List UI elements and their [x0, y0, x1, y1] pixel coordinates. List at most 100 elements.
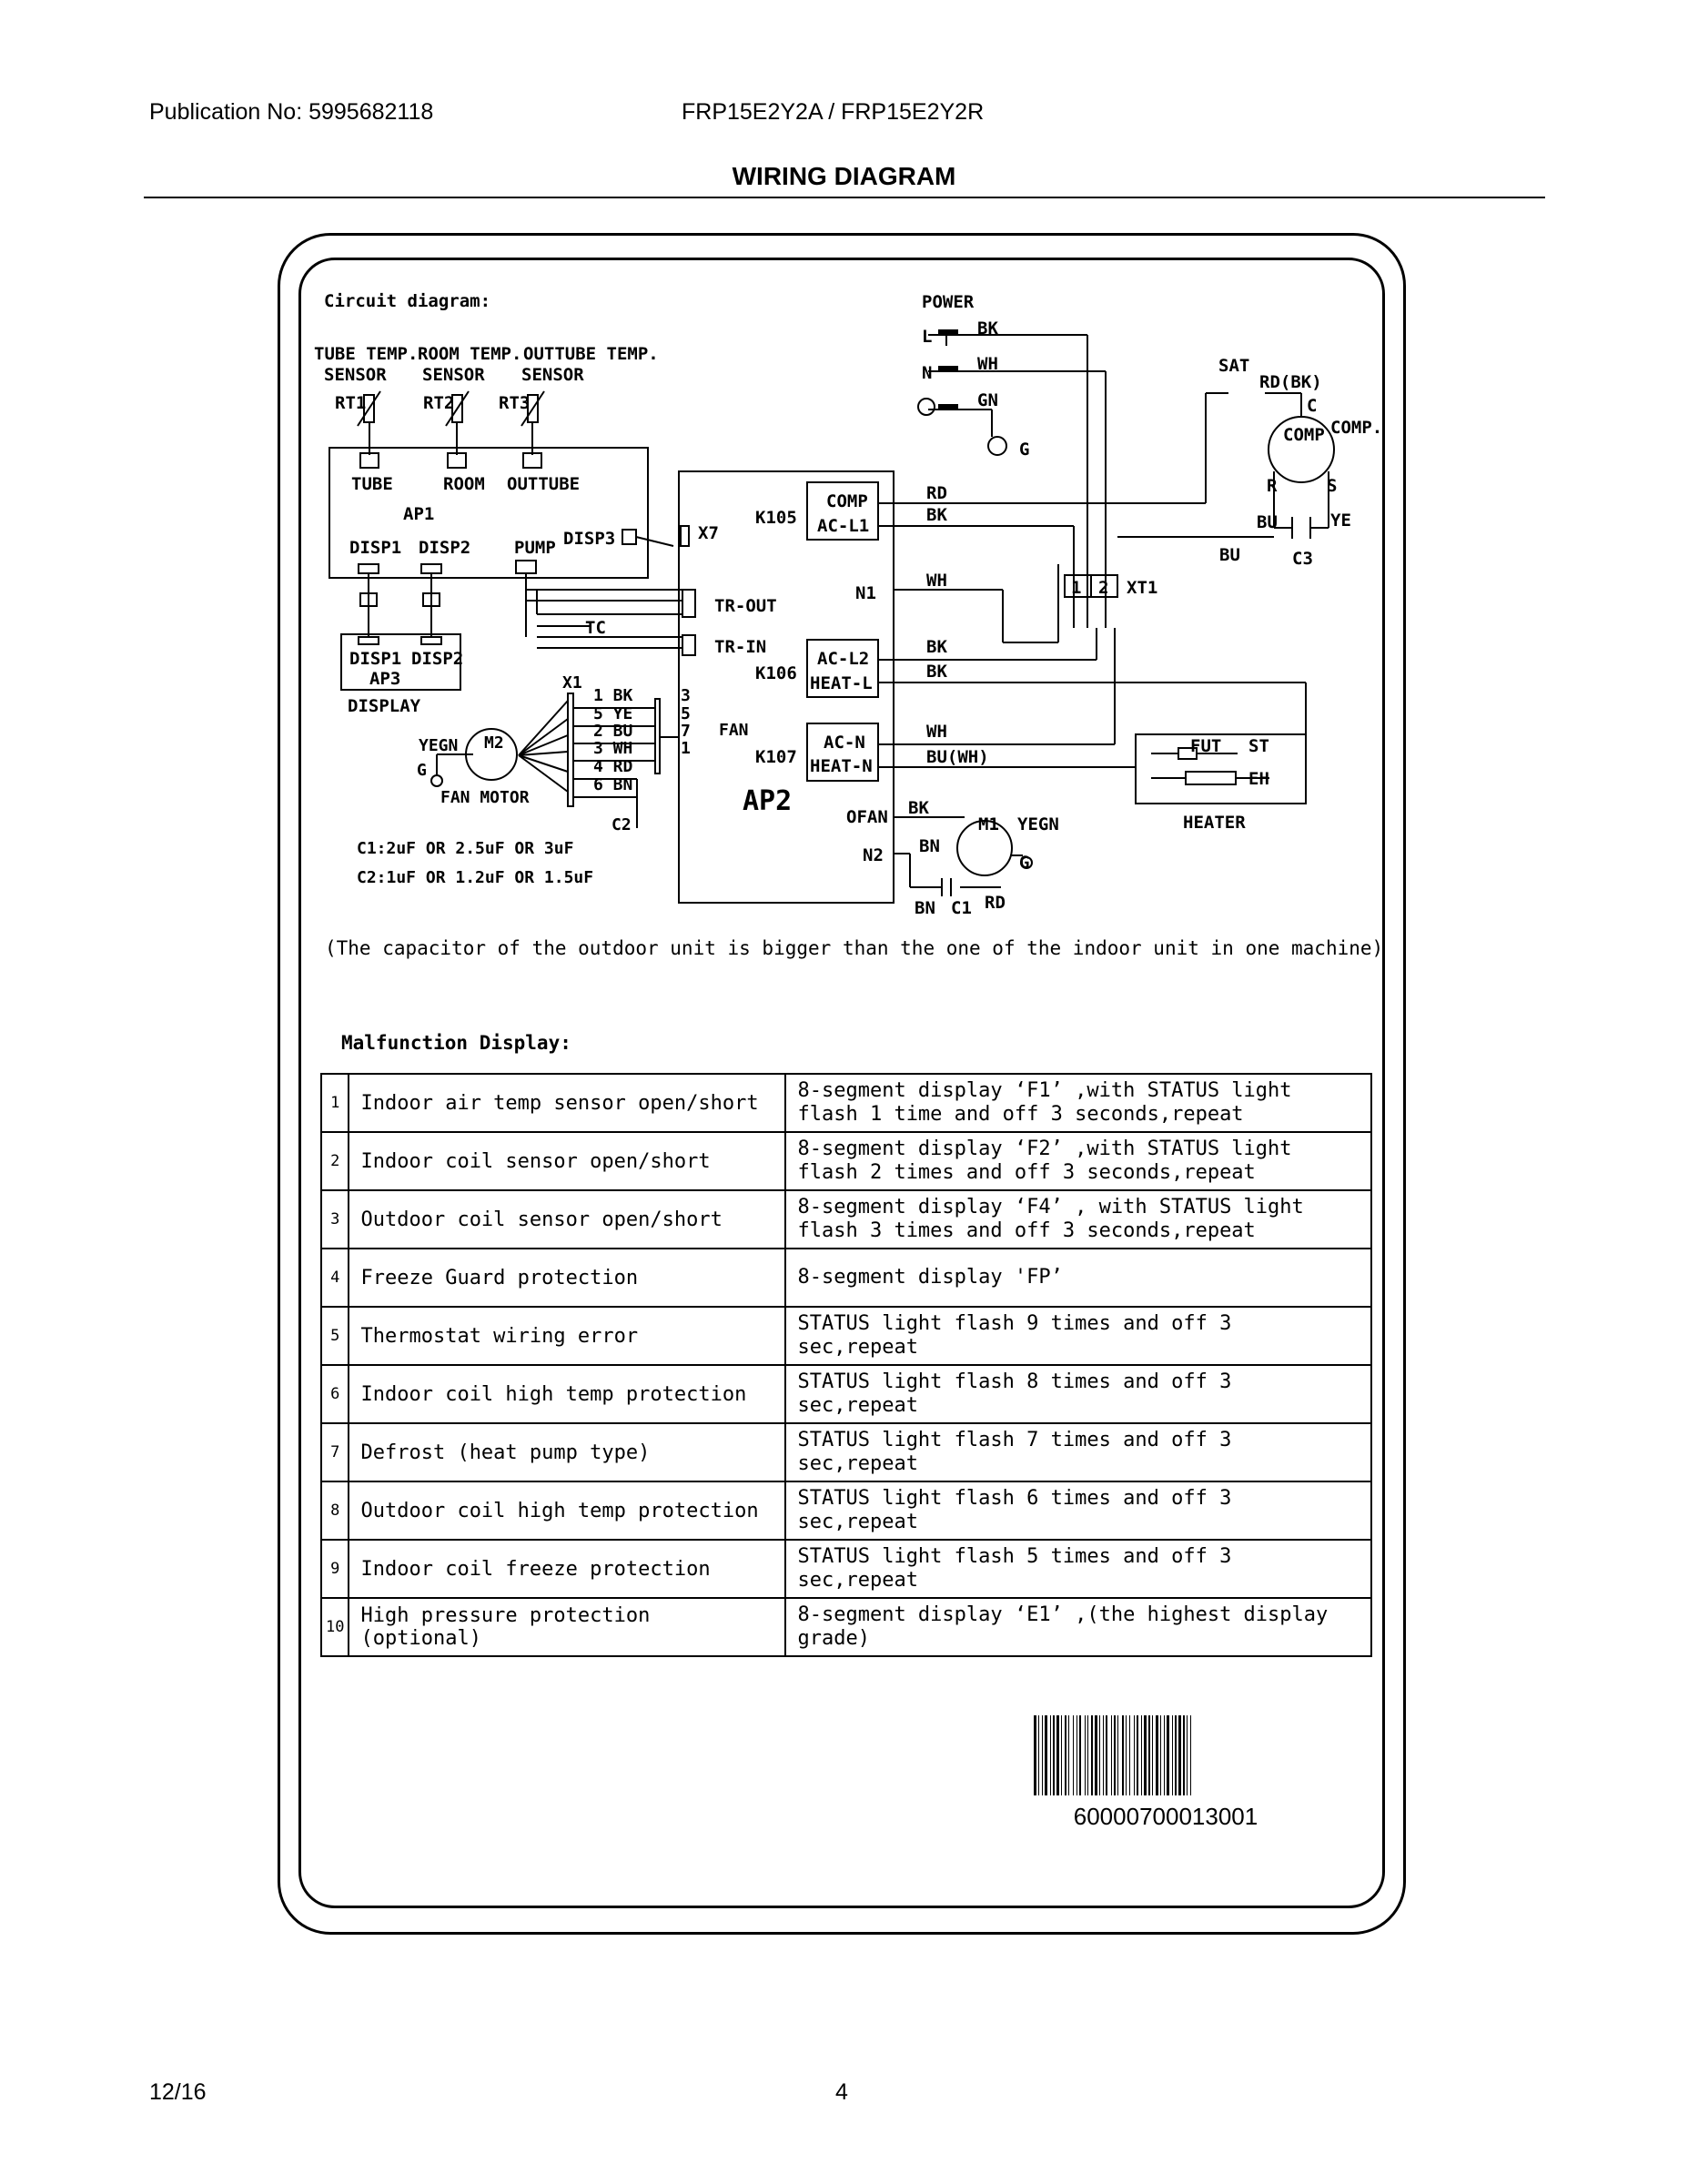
k107-bu-wh-label: BU(WH)	[926, 747, 989, 767]
m1-label: M1	[978, 814, 999, 834]
table-row: 2 Indoor coil sensor open/short 8-segmen…	[319, 1131, 1372, 1191]
comp-bu-label: BU	[1257, 512, 1278, 532]
c3-label: C3	[1292, 549, 1313, 569]
power-label: POWER	[922, 292, 975, 312]
k106-bk-label-2: BK	[926, 662, 947, 682]
table-row: 5 Thermostat wiring error STATUS light f…	[319, 1306, 1372, 1366]
table-row: 3 Outdoor coil sensor open/short 8-segme…	[319, 1189, 1372, 1249]
row-display: 8-segment display ‘F1’ ,with STATUS ligh…	[784, 1073, 1372, 1133]
ap3-disp2-label: DISP2	[411, 649, 463, 669]
row-cause: Indoor coil sensor open/short	[348, 1131, 787, 1191]
tr-out-label: TR-OUT	[714, 596, 777, 616]
tube-sensor-title: TUBE TEMP.	[314, 344, 418, 364]
fan-wire-1: 1 BK	[593, 686, 633, 705]
ap1-outtube-label: OUTTUBE	[507, 474, 580, 494]
circuit-diagram: Circuit diagram: TUBE TEMP. SENSOR ROOM …	[314, 291, 1382, 918]
acn-relay-label: AC-N	[824, 733, 865, 753]
ap2-name: AP2	[743, 785, 792, 817]
display-line: 8-segment display ‘F4’ , with STATUS lig…	[797, 1196, 1304, 1218]
ofan-label: OFAN	[846, 807, 888, 827]
row-display: STATUS light flash 6 times and off 3 sec…	[784, 1481, 1372, 1541]
table-row: 6 Indoor coil high temp protection STATU…	[319, 1364, 1372, 1424]
table-row: 9 Indoor coil freeze protection STATUS l…	[319, 1539, 1372, 1599]
ap1-disp2-label: DISP2	[419, 538, 470, 558]
ap1-disp1-label: DISP1	[349, 538, 401, 558]
rd-bk-label: RD(BK)	[1259, 372, 1322, 392]
fan-wire-6: 6 BN	[593, 775, 632, 794]
ap1-tube-label: TUBE	[351, 474, 393, 494]
rt2-label: RT2	[423, 393, 454, 413]
heater-label: HEATER	[1183, 813, 1246, 833]
rt1-label: RT1	[335, 393, 366, 413]
ap1-pump-label: PUMP	[514, 538, 556, 558]
k107-label: K107	[755, 747, 797, 767]
row-cause: Freeze Guard protection	[348, 1248, 787, 1308]
power-l-label: L	[922, 327, 932, 347]
k105-label: K105	[755, 508, 797, 528]
model-number: FRP15E2Y2A / FRP15E2Y2R	[682, 99, 985, 125]
c1-label: C1	[951, 898, 972, 918]
row-number: 1	[319, 1073, 350, 1133]
display-line: flash 3 times and off 3 seconds,repeat	[797, 1219, 1256, 1242]
capacitor-c1-spec: C1:2uF OR 2.5uF OR 3uF	[357, 839, 573, 858]
ofan-bk-label: BK	[908, 798, 929, 818]
row-display: STATUS light flash 5 times and off 3 sec…	[784, 1539, 1372, 1599]
footer-date: 12/16	[149, 2079, 207, 2105]
malfunction-table: 1 Indoor air temp sensor open/short 8-se…	[319, 1073, 1372, 1657]
header-rule	[144, 197, 1545, 198]
row-number: 10	[319, 1597, 350, 1657]
sat-label: SAT	[1218, 356, 1249, 376]
m2-label: M2	[484, 733, 504, 753]
row-cause: Defrost (heat pump type)	[348, 1422, 787, 1482]
ap1-disp3-label: DISP3	[563, 529, 615, 549]
publication-number: Publication No: 5995682118	[149, 99, 434, 125]
display-line: flash 1 time and off 3 seconds,repeat	[797, 1103, 1244, 1126]
x1-label: X1	[562, 673, 582, 693]
comp-s-terminal: S	[1327, 476, 1337, 496]
row-cause: Outdoor coil sensor open/short	[348, 1189, 787, 1249]
ofan-g-label: G	[1019, 853, 1029, 873]
acl1-relay-label: AC-L1	[817, 516, 869, 536]
fan-motor-label: FAN MOTOR	[440, 788, 530, 807]
circuit-title: Circuit diagram:	[324, 291, 490, 311]
fut-label: FUT	[1190, 736, 1221, 756]
display-line: 8-segment display ‘F1’ ,with STATUS ligh…	[797, 1079, 1292, 1102]
heatn-relay-label: HEAT-N	[810, 756, 873, 776]
row-number: 3	[319, 1189, 350, 1249]
room-sensor-title: ROOM TEMP.	[418, 344, 521, 364]
k105-bk-label: BK	[926, 505, 947, 525]
row-display: STATUS light flash 7 times and off 3 sec…	[784, 1422, 1372, 1482]
fan-g-label: G	[417, 761, 427, 780]
n1-label: N1	[855, 583, 876, 603]
fan-label: FAN	[719, 721, 749, 740]
fan-wire-4: 3 WH	[593, 739, 632, 758]
k106-bk-label-1: BK	[926, 637, 947, 657]
power-bk-label: BK	[977, 318, 998, 339]
k105-rd-label: RD	[926, 483, 947, 503]
barcode-number: 60000700013001	[1073, 1803, 1258, 1830]
fan-pin-5: 5	[681, 704, 691, 723]
fan-yegn-label: YEGN	[419, 736, 458, 755]
c2-label: C2	[612, 815, 632, 834]
table-row: 7 Defrost (heat pump type) STATUS light …	[319, 1422, 1372, 1482]
row-number: 4	[319, 1248, 350, 1308]
table-row: 10 High pressure protection (optional) 8…	[319, 1597, 1372, 1657]
ap3-name: AP3	[369, 669, 400, 689]
xt1-bu-label: BU	[1219, 545, 1240, 565]
row-number: 9	[319, 1539, 350, 1599]
acl2-relay-label: AC-L2	[817, 649, 869, 669]
outer-frame	[278, 233, 1406, 1935]
x7-label: X7	[698, 523, 719, 543]
comp-c-terminal: C	[1307, 396, 1317, 416]
comp-ye-label: YE	[1330, 511, 1351, 531]
st-label: ST	[1248, 736, 1269, 756]
row-cause: Outdoor coil high temp protection	[348, 1481, 787, 1541]
table-row: 4 Freeze Guard protection 8-segment disp…	[319, 1248, 1372, 1308]
k106-label: K106	[755, 663, 797, 683]
row-display: STATUS light flash 9 times and off 3 sec…	[784, 1306, 1372, 1366]
display-label: DISPLAY	[348, 696, 421, 716]
row-cause: Indoor air temp sensor open/short	[348, 1073, 787, 1133]
tc-label: TC	[585, 618, 606, 638]
fan-pin-7: 7	[681, 722, 691, 741]
display-line: 8-segment display ‘F2’ ,with STATUS ligh…	[797, 1138, 1292, 1160]
